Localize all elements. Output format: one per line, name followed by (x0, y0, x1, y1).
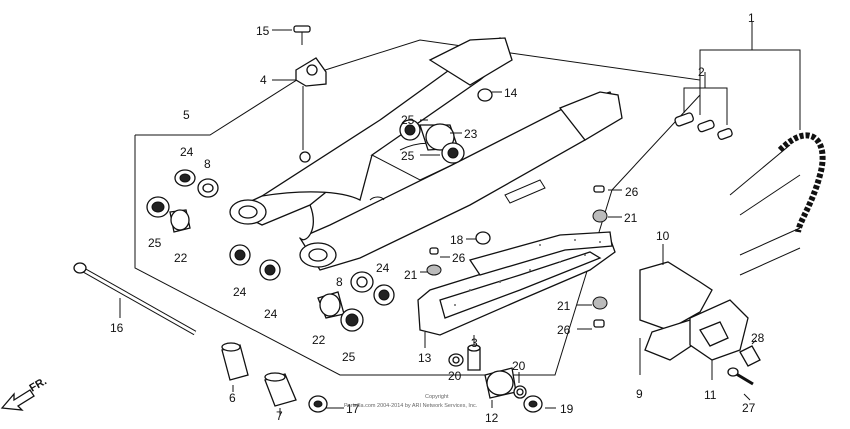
callout-25-top-b: 25 (401, 149, 415, 163)
seal-25-lower (340, 308, 364, 332)
collar-7 (264, 372, 297, 407)
clamp-4 (295, 57, 327, 87)
callout-11: 11 (704, 388, 717, 402)
callout-26-mid: 26 (452, 251, 466, 265)
drive-chain (729, 132, 826, 276)
copyright-line-2: Partzilla.com 2004-2014 by ARI Network S… (344, 403, 478, 409)
callout-26-upper: 26 (625, 185, 639, 199)
nut-19 (523, 395, 543, 413)
bearing-22-left (169, 209, 191, 233)
seal-25-top-a (399, 119, 421, 141)
collar-8-upper (197, 178, 219, 198)
callout-18: 18 (450, 233, 464, 247)
bushings-and-bearings (146, 119, 543, 413)
bolt-15 (293, 25, 311, 45)
bearing-22-lower (317, 291, 345, 319)
chain-guide (417, 231, 616, 336)
callout-24-lower: 24 (264, 307, 278, 321)
swingarm (229, 37, 623, 271)
callout-9: 9 (636, 387, 643, 401)
bearing-24-right (373, 284, 395, 306)
bearing-24-lower (259, 259, 281, 281)
front-label: FR. (28, 375, 49, 394)
callout-8-lower: 8 (336, 275, 343, 289)
copyright-watermark: Copyright Partzilla.com 2004-2014 by ARI… (344, 394, 478, 409)
washer-20-right (513, 385, 527, 399)
bolt-26-upper (593, 185, 605, 193)
callout-14: 14 (504, 86, 518, 100)
callout-22-left: 22 (174, 251, 188, 265)
washer-20-left (448, 353, 464, 367)
callout-24-upper: 24 (180, 145, 194, 159)
screw-18 (475, 231, 491, 245)
bearing-24-mid (229, 244, 251, 266)
bolt-26-lower (593, 319, 605, 328)
callout-2: 2 (698, 65, 705, 79)
callout-17: 17 (346, 402, 360, 416)
callout-27: 27 (742, 401, 756, 415)
callout-5: 5 (183, 108, 190, 122)
callout-3: 3 (471, 336, 478, 350)
callout-4: 4 (260, 73, 267, 87)
callout-6: 6 (229, 391, 236, 405)
nut-21-lower (592, 296, 608, 310)
callout-15: 15 (256, 24, 270, 38)
callout-24-right: 24 (376, 261, 390, 275)
callout-13: 13 (418, 351, 432, 365)
callout-24-mid: 24 (233, 285, 247, 299)
callout-23: 23 (464, 127, 478, 141)
callout-20-left: 20 (448, 369, 462, 383)
fasteners (73, 25, 761, 386)
chain-slider (639, 261, 749, 361)
callout-16: 16 (110, 321, 124, 335)
seal-25-left (146, 196, 170, 218)
callout-22-lower: 22 (312, 333, 326, 347)
leader-lines (119, 22, 801, 416)
bolt-28 (739, 345, 761, 367)
seal-25-top-b (441, 142, 465, 164)
callout-25-top-a: 25 (401, 113, 415, 127)
callout-12: 12 (485, 411, 499, 425)
callout-21-upper: 21 (624, 211, 638, 225)
callout-19: 19 (560, 402, 574, 416)
callout-21-lower: 21 (557, 299, 571, 313)
callout-20-right: 20 (512, 359, 526, 373)
bolt-27 (727, 367, 754, 386)
nut-21-mid (426, 264, 442, 276)
callout-labels: 1 2 3 4 5 6 7 8 8 9 10 11 12 13 14 15 16… (110, 11, 765, 425)
callout-10: 10 (656, 229, 670, 243)
rivet-14 (477, 88, 493, 102)
pivot-bolt-16 (73, 262, 197, 336)
callout-25-left: 25 (148, 236, 162, 250)
collar-6 (221, 342, 249, 381)
front-direction-indicator: FR. (0, 375, 49, 411)
bearing-24-upper (174, 169, 196, 187)
copyright-line-1: Copyright (425, 394, 449, 400)
nut-21-upper (592, 209, 608, 223)
callout-26-lower: 26 (557, 323, 571, 337)
collar-8-lower (350, 271, 374, 293)
callout-28: 28 (751, 331, 765, 345)
nut-17 (308, 395, 328, 413)
callout-25-lower: 25 (342, 350, 356, 364)
front-arrow-icon (0, 389, 35, 411)
bolt-26-mid (429, 247, 439, 255)
bushing-12 (484, 367, 517, 399)
callout-7: 7 (276, 409, 283, 423)
callout-21-mid: 21 (404, 268, 418, 282)
callout-8-upper: 8 (204, 157, 211, 171)
chain-master-link (674, 112, 733, 140)
callout-1: 1 (748, 11, 755, 25)
